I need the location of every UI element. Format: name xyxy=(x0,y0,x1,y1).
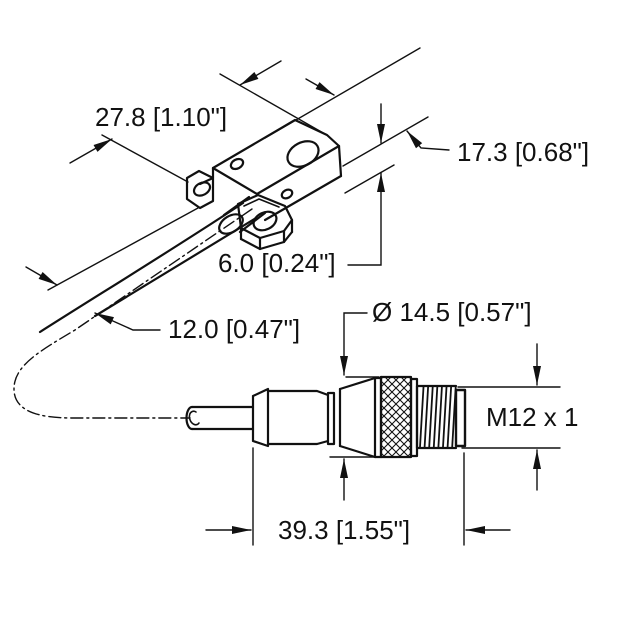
thread-section xyxy=(415,384,458,450)
arrow-offset xyxy=(25,266,58,286)
boot-cone xyxy=(251,387,270,448)
small-hole-1 xyxy=(229,157,245,171)
sensor-body xyxy=(185,118,343,251)
leader-width xyxy=(406,130,450,151)
ext-line-thickness-lower xyxy=(344,164,395,194)
dim-cable-offset-label: 12.0 [0.47"] xyxy=(168,314,300,344)
leader-thickness xyxy=(347,172,385,266)
cable xyxy=(13,201,258,419)
mounting-hole-left xyxy=(192,181,212,197)
arrow-length-left xyxy=(69,138,113,164)
dim-connector-diameter-label: Ø 14.5 [0.57"] xyxy=(372,297,532,327)
body-right-edge xyxy=(337,144,343,178)
dimension-linework xyxy=(25,47,561,546)
mounting-tab-left xyxy=(185,169,215,210)
arrow-width-upper xyxy=(305,78,335,96)
cable-outline-upper xyxy=(38,201,245,334)
cable-centerline xyxy=(13,208,253,419)
cable-outline-lower xyxy=(93,216,258,318)
small-hole-2 xyxy=(280,188,294,200)
leader-offset xyxy=(94,312,161,331)
m12-connector xyxy=(185,375,467,459)
dim-thickness-label: 6.0 [0.24"] xyxy=(218,248,336,278)
ext-line-length-right xyxy=(219,73,326,135)
cable-break-cap xyxy=(185,405,194,431)
ext-line-width-upper xyxy=(264,47,421,139)
mounting-hole-center xyxy=(252,210,278,232)
leader-diameter-top xyxy=(340,312,368,376)
dim-thread-spec-label: M12 x 1 xyxy=(486,402,579,432)
mounting-foot xyxy=(236,193,294,251)
connector-cable xyxy=(190,405,255,431)
boot-barrel xyxy=(266,389,330,446)
cable-break-curl xyxy=(188,410,200,426)
boot-ring xyxy=(326,391,336,446)
connector-tip xyxy=(454,388,467,448)
sensing-face-hole xyxy=(286,140,320,168)
dim-connector-length-label: 39.3 [1.55"] xyxy=(278,515,410,545)
knurled-ring xyxy=(373,375,419,459)
dim-length-label: 27.8 [1.10"] xyxy=(95,102,227,132)
ext-line-length-left xyxy=(101,134,189,183)
arrow-length-right xyxy=(239,60,282,86)
ext-line-width-lower xyxy=(342,116,429,167)
connector-cone xyxy=(338,376,377,459)
ext-line-offset xyxy=(47,207,199,291)
body-bottom-edge xyxy=(263,174,343,222)
dim-width-label: 17.3 [0.68"] xyxy=(457,137,589,167)
